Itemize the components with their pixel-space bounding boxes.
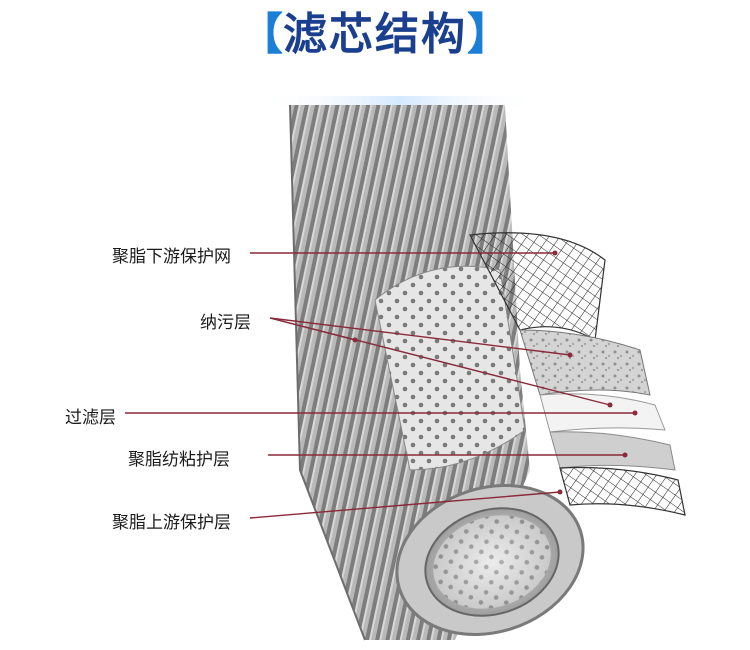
top-glow	[260, 96, 540, 106]
page-title: 【滤芯结构】	[0, 0, 750, 70]
leader-nano-layer-a	[269, 317, 571, 356]
label-spunbond-layer: 聚脂纺粘护层	[128, 450, 230, 470]
perforated-core	[374, 265, 526, 471]
nano-layer-sheet	[519, 329, 651, 396]
leader-upstream-layer	[249, 491, 561, 519]
label-upstream-layer: 聚脂上游保护层	[112, 513, 231, 533]
leader-lines	[125, 252, 635, 519]
downstream-mesh-layer	[469, 232, 606, 341]
title-close-bracket: 】	[467, 9, 511, 60]
title-text: 滤芯结构	[283, 9, 467, 60]
label-downstream-mesh: 聚脂下游保护网	[112, 247, 231, 267]
label-filter-layer: 过滤层	[65, 408, 116, 428]
upstream-mesh-layer	[559, 466, 686, 516]
title-open-bracket: 【	[239, 9, 283, 60]
spunbond-layer-sheet	[549, 431, 676, 471]
label-nano-layer: 纳污层	[200, 313, 251, 333]
leader-nano-layer-c	[269, 317, 356, 341]
leader-dots	[352, 250, 638, 495]
